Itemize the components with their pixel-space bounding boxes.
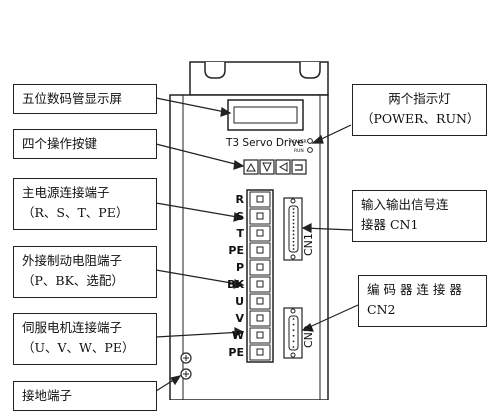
cn1-label: CN1 <box>302 233 315 256</box>
callout-ground-text: 接地端子 <box>22 388 73 403</box>
up-button <box>243 159 259 175</box>
callout-io: 输入输出信号连 接器 CN1 <box>352 190 487 242</box>
terminal-label-4: P <box>236 261 244 274</box>
cn2-connector <box>283 307 303 359</box>
power-led <box>307 138 313 144</box>
terminal-cell-7 <box>249 310 271 327</box>
terminal-label-0: R <box>236 193 245 206</box>
terminal-screw-3 <box>256 246 264 254</box>
terminal-label-9: PE <box>228 346 244 359</box>
cn1-pins-pin-6 <box>292 229 295 232</box>
cn1-pins-pin-7 <box>292 233 295 236</box>
callout-mains-line1: 主电源连接端子 <box>22 185 110 200</box>
terminal-screw-9 <box>256 348 264 356</box>
terminal-cell-5 <box>249 276 271 293</box>
callout-display-text: 五位数码管显示屏 <box>22 91 123 106</box>
callout-leds: 两个指示灯 （POWER、RUN） <box>352 84 487 136</box>
cn1-pins-pin-8 <box>292 237 295 239</box>
terminal-screw-0 <box>256 195 264 203</box>
terminal-cell-6 <box>249 293 271 310</box>
terminal-cell-9 <box>249 344 271 361</box>
callout-io-line2: 接器 CN1 <box>361 217 419 232</box>
callout-mains-line2: （R、S、T、PE） <box>22 205 129 220</box>
cn1-pins-pin-2 <box>292 215 295 218</box>
left-triangle-icon <box>278 162 288 172</box>
terminal-label-5: BK <box>227 278 244 291</box>
run-led-label: RUN <box>294 148 304 154</box>
display-window <box>233 106 298 124</box>
bracket-slot-left <box>204 62 226 79</box>
digital-display <box>227 99 304 131</box>
terminal-cell-8 <box>249 327 271 344</box>
cn2-pins-pin-1 <box>292 323 295 326</box>
enter-icon <box>295 164 303 171</box>
cn1-pins-pin-9 <box>292 240 295 243</box>
callout-motor-line1: 伺服电机连接端子 <box>22 320 123 335</box>
bracket-slot-right <box>299 62 321 79</box>
cn2-pins-pin-0 <box>292 318 295 320</box>
terminal-label-3: PE <box>228 244 244 257</box>
callout-leds-line2: （POWER、RUN） <box>361 111 480 126</box>
terminal-cell-2 <box>249 225 271 242</box>
callout-brake-line1: 外接制动电阻端子 <box>22 253 123 268</box>
cn2-pins-pin-4 <box>292 340 295 343</box>
cn1-connector <box>283 197 303 261</box>
callout-encoder-line2: CN2 <box>367 302 396 317</box>
ground-screw-bottom <box>180 368 192 380</box>
terminal-label-1: S <box>236 210 244 223</box>
cn1-pins-pin-0 <box>292 208 295 210</box>
callout-brake: 外接制动电阻端子 （P、BK、选配） <box>13 246 157 298</box>
cn2-label: CN2 <box>302 325 315 348</box>
callout-mains: 主电源连接端子 （R、S、T、PE） <box>13 178 157 230</box>
power-led-label: POWER <box>290 139 307 145</box>
callout-ground: 接地端子 <box>13 381 157 411</box>
down-triangle-icon <box>262 162 272 173</box>
callout-encoder-line1: 编 码 器 连 接 器 <box>367 282 462 297</box>
terminal-label-8: W <box>232 329 244 342</box>
left-button <box>275 159 291 175</box>
terminal-cell-3 <box>249 242 271 259</box>
terminal-cell-0 <box>249 191 271 208</box>
terminal-screw-1 <box>256 212 264 220</box>
model-label: T3 Servo Drive <box>225 137 304 149</box>
cn1-pins-pin-1 <box>292 211 295 214</box>
terminal-block <box>246 189 274 363</box>
cn2-pins-pin-2 <box>292 329 295 332</box>
terminal-label-6: U <box>235 295 244 308</box>
leader-lines <box>155 97 359 392</box>
device-drawing: T3 Servo Drive POWER RUN CN1 CN2 RST PE PB… <box>155 61 359 400</box>
cn1-pins-pin-3 <box>292 219 295 221</box>
callout-io-line1: 输入输出信号连 <box>361 197 449 212</box>
callout-keys: 四个操作按键 <box>13 129 157 159</box>
terminal-label-2: T <box>236 227 244 240</box>
callout-display: 五位数码管显示屏 <box>13 84 157 114</box>
terminal-label-7: V <box>235 312 244 325</box>
callout-motor: 伺服电机连接端子 （U、V、W、PE） <box>13 313 157 365</box>
up-triangle-icon <box>246 162 256 172</box>
callout-motor-line2: （U、V、W、PE） <box>22 340 135 355</box>
terminal-screw-7 <box>256 314 264 322</box>
terminal-cell-4 <box>249 259 271 276</box>
terminal-cell-1 <box>249 208 271 225</box>
terminal-screw-8 <box>256 331 264 339</box>
callout-keys-text: 四个操作按键 <box>22 136 98 151</box>
callout-leds-line1: 两个指示灯 <box>388 91 451 106</box>
callout-encoder: 编 码 器 连 接 器 CN2 <box>358 275 487 327</box>
run-led <box>307 147 313 153</box>
terminal-screw-2 <box>256 229 264 237</box>
cn1-pins-pin-5 <box>292 226 295 229</box>
enter-button <box>291 159 307 175</box>
ground-screw-top <box>180 352 192 364</box>
cn2-pins-pin-3 <box>292 334 295 337</box>
cn1-pins-pin-10 <box>292 244 295 247</box>
terminal-screw-5 <box>256 280 264 288</box>
terminal-screw-4 <box>256 263 264 271</box>
terminal-screw-6 <box>256 297 264 305</box>
callout-brake-line2: （P、BK、选配） <box>22 273 124 288</box>
cn2-pins-pin-5 <box>292 346 295 348</box>
cn1-pins-pin-11 <box>292 248 295 250</box>
cn1-pins-pin-4 <box>292 222 295 225</box>
